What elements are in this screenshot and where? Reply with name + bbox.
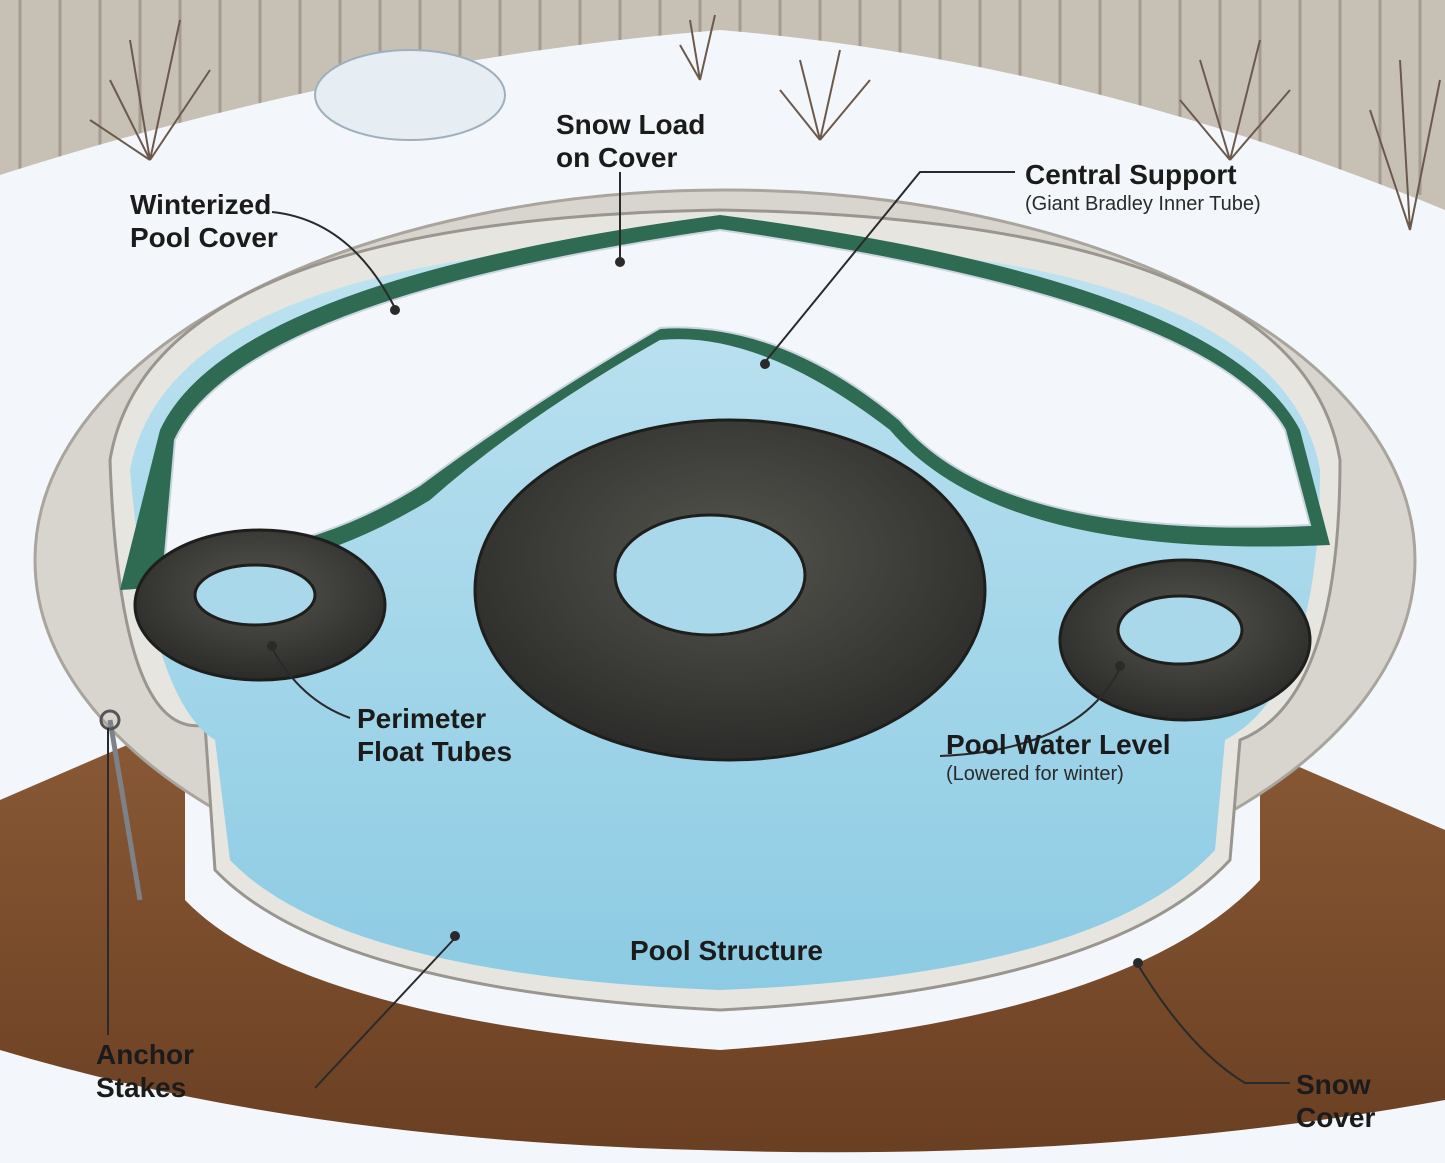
water-level-title: Pool Water Level (946, 729, 1171, 760)
background-shrubs (89, 14, 1441, 231)
central-support-title: Central Support (1025, 159, 1237, 190)
perimeter-tubes-line1: Perimeter (357, 703, 487, 734)
central-support-subtitle: (Giant Bradley Inner Tube) (1025, 193, 1261, 215)
label-water-level: Pool Water Level (Lowered for winter) (946, 728, 1171, 787)
anchor-stakes-line2: Stakes (96, 1072, 187, 1103)
water-level-subtitle: (Lowered for winter) (946, 763, 1124, 785)
pool-cover-line2: Pool Cover (130, 222, 278, 253)
soil-cross-section (0, 720, 1445, 1153)
label-anchor-stakes: Anchor Stakes (96, 1038, 194, 1104)
leader-lines (107, 171, 1290, 1089)
anchor-stakes-line1: Anchor (96, 1039, 194, 1070)
label-snow-load: Snow Load on Cover (556, 108, 705, 174)
left-float-tube (133, 528, 387, 682)
pool-cover-line1: Winterized (130, 189, 272, 220)
label-pool-structure: Pool Structure (630, 934, 823, 967)
snow-cover-line1: Snow (1296, 1069, 1371, 1100)
snow-cover-line2: Cover (1296, 1102, 1376, 1133)
label-central-support: Central Support (Giant Bradley Inner Tub… (1025, 158, 1261, 217)
central-inner-tube (473, 418, 987, 762)
pool-structure-title: Pool Structure (630, 935, 823, 966)
right-float-tube (1058, 558, 1312, 722)
label-snow-cover: Snow Cover (1296, 1068, 1375, 1134)
anchor-stake (99, 709, 143, 901)
snow-load-line2: on Cover (556, 142, 678, 173)
snow-load-line1: Snow Load (556, 109, 706, 140)
label-pool-cover: Winterized Pool Cover (130, 188, 278, 254)
label-perimeter-tubes: Perimeter Float Tubes (357, 702, 512, 768)
leader-dots (267, 257, 1143, 968)
perimeter-tubes-line2: Float Tubes (357, 736, 513, 767)
snow-on-cover (163, 228, 1312, 557)
